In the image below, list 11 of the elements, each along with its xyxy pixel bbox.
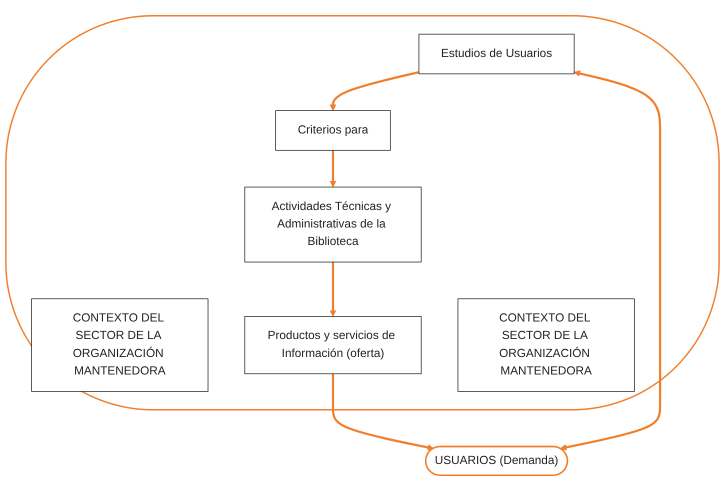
node-box: CONTEXTO DEL SECTOR DE LA ORGANIZACIÓN MANTENEDORA (458, 298, 635, 392)
arrow (330, 150, 336, 188)
node-box: Actividades Técnicas y Administrativas de la Biblioteca (244, 186, 422, 262)
node-box: Estudios de Usuarios (418, 34, 575, 74)
arrow (560, 70, 662, 451)
arrow (330, 262, 336, 317)
arrow (332, 374, 434, 451)
node-box: Criterios para (275, 110, 391, 151)
arrow (330, 71, 420, 111)
node-box: Productos y servicios de Información (oferta) (244, 316, 422, 374)
node-box: CONTEXTO DEL SECTOR DE LA ORGANIZACIÓN MANTENEDORA (31, 298, 208, 392)
